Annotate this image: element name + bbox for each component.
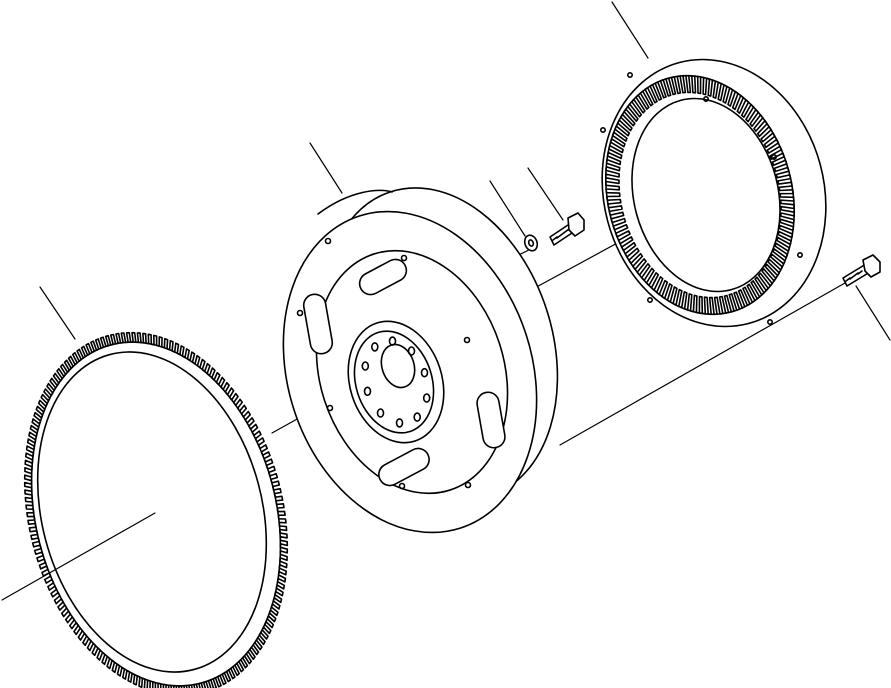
flywheel-slots bbox=[302, 258, 506, 487]
flywheel-slot-left bbox=[302, 293, 334, 355]
ring-gear-bolt bbox=[842, 254, 881, 287]
small-ring-gear-bore bbox=[631, 97, 781, 293]
small-ring-gear-holes bbox=[599, 72, 803, 325]
hub-bolt-hole bbox=[361, 361, 370, 371]
axis-line-ring-bolt bbox=[559, 282, 846, 446]
hub-bolt-hole bbox=[370, 342, 379, 352]
leader-small-ring-gear bbox=[611, 1, 649, 59]
leader-flywheel bbox=[309, 142, 343, 194]
leader-flywheel-bolt bbox=[527, 167, 564, 221]
hub-bolt-hole bbox=[413, 412, 422, 422]
small-ring-gear bbox=[599, 58, 827, 328]
hub-bolt-hole bbox=[422, 393, 431, 403]
flywheel-bolt-head bbox=[567, 212, 585, 237]
leader-ring-gear-bolt bbox=[855, 285, 891, 341]
flywheel-slot-bottom bbox=[378, 447, 430, 487]
flywheel-bolt bbox=[549, 212, 585, 246]
flywheel-slot-right bbox=[476, 391, 506, 449]
flywheel-hub-bolt-holes bbox=[361, 336, 431, 428]
washer-outer bbox=[523, 234, 539, 252]
leader-washer bbox=[489, 180, 526, 237]
small-ring-gear-teeth bbox=[605, 74, 795, 316]
washer-hole bbox=[527, 239, 535, 247]
flywheel-rim-top-edge bbox=[317, 189, 393, 215]
large-ring-gear bbox=[23, 331, 289, 688]
hub-bolt-hole bbox=[363, 386, 372, 397]
ring-gear-bolt-head bbox=[862, 254, 881, 278]
flywheel-slot-top bbox=[358, 258, 408, 296]
large-ring-gear-inner-rim bbox=[36, 351, 268, 673]
hub-bolt-hole bbox=[376, 408, 385, 418]
leader-large-ring-gear bbox=[39, 286, 76, 340]
washer bbox=[523, 234, 539, 252]
flywheel-mounting-holes bbox=[296, 237, 472, 490]
flywheel-hub-inner bbox=[353, 330, 435, 434]
flywheel-face-step bbox=[315, 249, 509, 495]
flywheel bbox=[282, 187, 559, 534]
large-ring-gear-teeth bbox=[23, 331, 289, 688]
callout-leaders bbox=[39, 1, 891, 341]
hub-bolt-hole bbox=[407, 346, 416, 356]
axis-line-lower bbox=[1, 512, 156, 601]
hub-bolt-hole bbox=[388, 336, 397, 346]
hub-bolt-hole bbox=[420, 367, 429, 378]
hub-bolt-hole bbox=[395, 418, 404, 428]
large-ring-gear-outer-rim bbox=[30, 341, 282, 687]
